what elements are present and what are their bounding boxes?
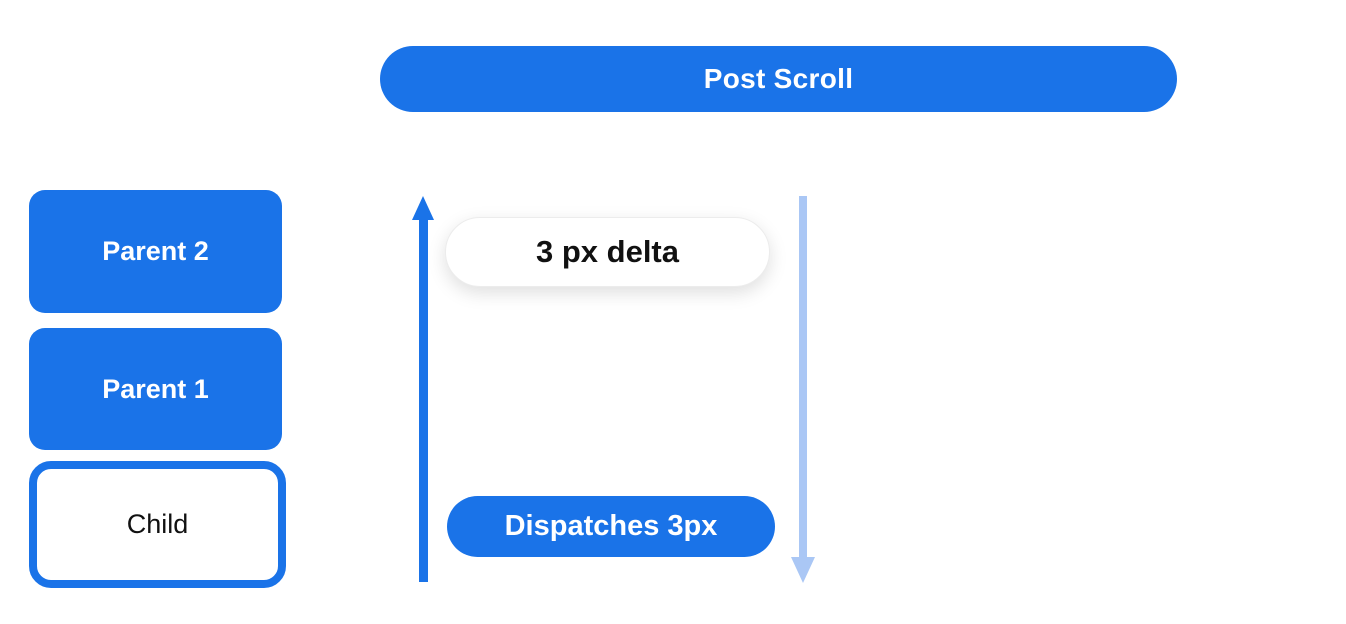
up-arrow-shaft: [419, 216, 428, 582]
dispatch-pill: Dispatches 3px: [447, 496, 775, 557]
delta-label: 3 px delta: [536, 234, 679, 269]
down-arrowhead-icon: [791, 557, 815, 583]
parent-2-label: Parent 2: [102, 236, 209, 266]
parent-1-label: Parent 1: [102, 373, 209, 404]
delta-pill: 3 px delta: [445, 217, 770, 287]
child-label: Child: [126, 509, 189, 539]
post-scroll-label: Post Scroll: [703, 63, 854, 94]
box-parent-1: Parent 1: [29, 328, 282, 450]
post-scroll-pill: Post Scroll: [380, 46, 1177, 112]
down-arrow-shaft: [799, 196, 807, 557]
box-child: Child: [29, 461, 286, 588]
scroll-down-arrow: [791, 196, 815, 583]
up-arrowhead-icon: [412, 196, 434, 220]
notification-up-arrow: [412, 196, 434, 582]
box-parent-2: Parent 2: [29, 190, 282, 313]
dispatch-label: Dispatches 3px: [504, 510, 718, 542]
